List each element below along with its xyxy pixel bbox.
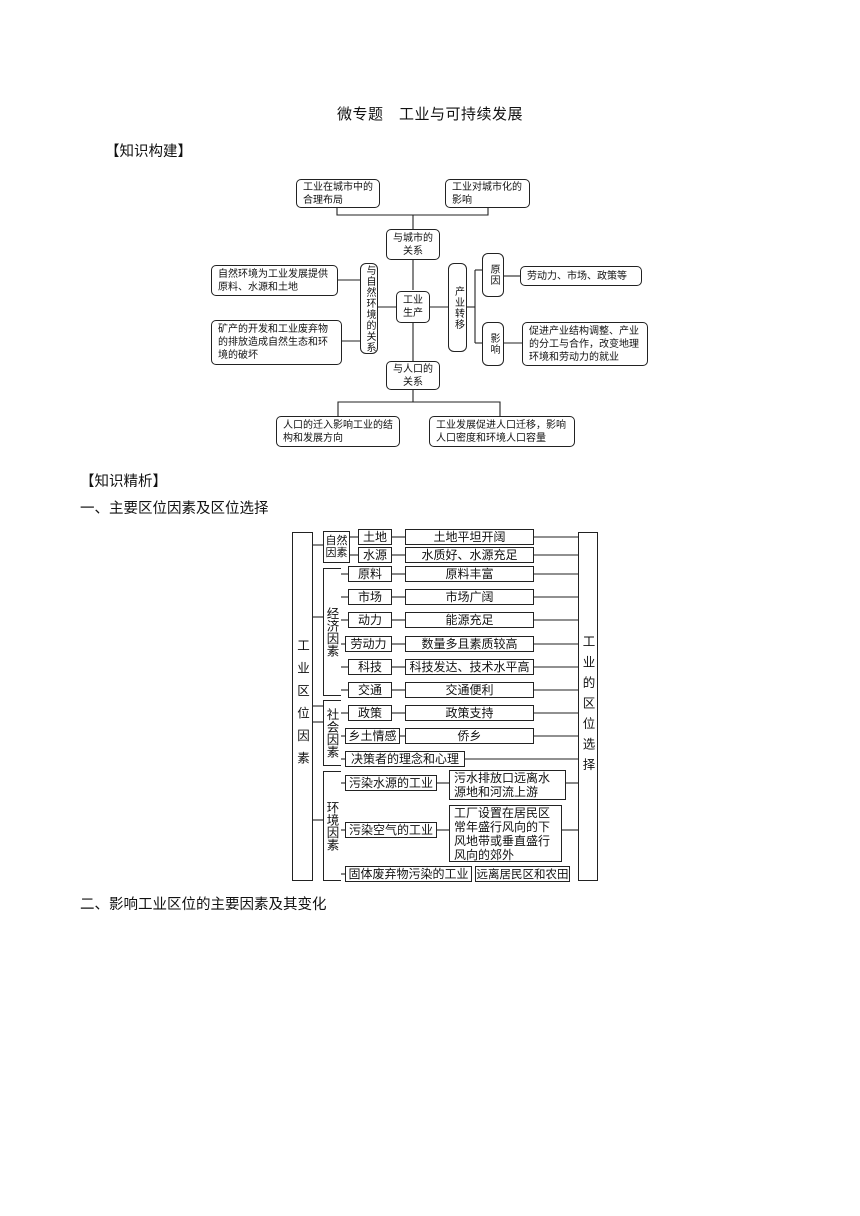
- group-social-frame: [323, 700, 341, 766]
- section-knowledge-build: 【知识构建】: [105, 144, 192, 160]
- factor-market-detail: 市场广阔: [405, 589, 534, 605]
- page-title: 微专题 工业与可持续发展: [336, 105, 523, 123]
- node-effect-detail: 促进产业结构调整、产业的分工与合作，改变地理环境和劳动力的就业: [522, 322, 648, 366]
- factor-hometown-sentiment: 乡土情感: [345, 728, 400, 744]
- box-right-frame: [578, 532, 598, 881]
- group-natural-factors: 自然因素: [323, 531, 350, 563]
- node-city-layout: 工业在城市中的合理布局: [296, 179, 380, 208]
- heading-factor-changes: 二、影响工业区位的主要因素及其变化: [80, 897, 327, 913]
- node-industry-transfer: 产业转移: [448, 263, 467, 352]
- node-nature-relation: 与自然环境的关系: [360, 263, 378, 354]
- factor-market: 市场: [348, 589, 392, 605]
- factor-decision-maker: 决策者的理念和心理: [345, 751, 465, 767]
- node-nature-supply: 自然环境为工业发展提供原料、水源和土地: [211, 265, 338, 296]
- factor-labor: 劳动力: [345, 636, 392, 652]
- factor-land: 土地: [358, 529, 392, 545]
- label-industrial-location-factors: 工业区位因素: [295, 639, 310, 774]
- factor-solid-waste-industry: 固体废弃物污染的工业: [345, 866, 472, 882]
- factor-technology-detail: 科技发达、技术水平高: [405, 659, 534, 675]
- factor-air-polluting-industry: 污染空气的工业: [345, 822, 437, 838]
- factor-air-polluting-detail: 工厂设置在居民区常年盛行风向的下风地带或垂直盛行风向的郊外: [449, 805, 562, 862]
- group-economic-frame: [323, 568, 341, 696]
- factor-transport: 交通: [348, 682, 392, 698]
- factor-power: 动力: [348, 612, 392, 628]
- group-social-factors: 社会因素: [324, 708, 340, 758]
- factor-water-polluting-detail: 污水排放口远离水源地和河流上游: [449, 770, 566, 800]
- group-environment-frame: [323, 771, 341, 881]
- factor-policy: 政策: [348, 705, 392, 721]
- node-nature-damage: 矿产的开发和工业废弃物的排放造成自然生态和环境的破坏: [211, 320, 342, 365]
- node-pop-migration: 人口的迁入影响工业的结构和发展方向: [276, 416, 400, 447]
- node-city-relation: 与城市的关系: [386, 229, 440, 260]
- node-cause-detail: 劳动力、市场、政策等: [520, 266, 642, 286]
- factor-solid-waste-detail: 远离居民区和农田: [475, 866, 570, 882]
- label-industrial-location-choice: 工业的区位选择: [580, 634, 596, 779]
- factor-water: 水源: [358, 547, 392, 563]
- node-city-urbanization: 工业对城市化的影响: [445, 179, 530, 208]
- heading-location-factors: 一、主要区位因素及区位选择: [80, 501, 269, 517]
- group-environment-factors: 环境因素: [324, 801, 340, 851]
- factor-power-detail: 能源充足: [405, 612, 534, 628]
- section-knowledge-analysis: 【知识精析】: [80, 474, 167, 490]
- node-pop-density: 工业发展促进人口迁移，影响人口密度和环境人口容量: [429, 416, 575, 447]
- factor-raw-material: 原料: [348, 566, 392, 582]
- factor-hometown-detail: 侨乡: [405, 728, 534, 744]
- node-cause: 原因: [482, 253, 504, 297]
- factor-technology: 科技: [348, 659, 392, 675]
- box-left-frame: [292, 532, 313, 881]
- factor-labor-detail: 数量多且素质较高: [405, 636, 534, 652]
- node-population-relation: 与人口的关系: [386, 361, 440, 390]
- node-effect: 影响: [482, 322, 504, 366]
- factor-water-polluting-industry: 污染水源的工业: [345, 775, 437, 791]
- factor-water-detail: 水质好、水源充足: [405, 547, 534, 563]
- factor-transport-detail: 交通便利: [405, 682, 534, 698]
- group-economic-factors: 经济因素: [324, 607, 340, 657]
- factor-raw-material-detail: 原料丰富: [405, 566, 534, 582]
- factor-policy-detail: 政策支持: [405, 705, 534, 721]
- factor-land-detail: 土地平坦开阔: [405, 529, 534, 545]
- node-industrial-production: 工业生产: [396, 291, 430, 323]
